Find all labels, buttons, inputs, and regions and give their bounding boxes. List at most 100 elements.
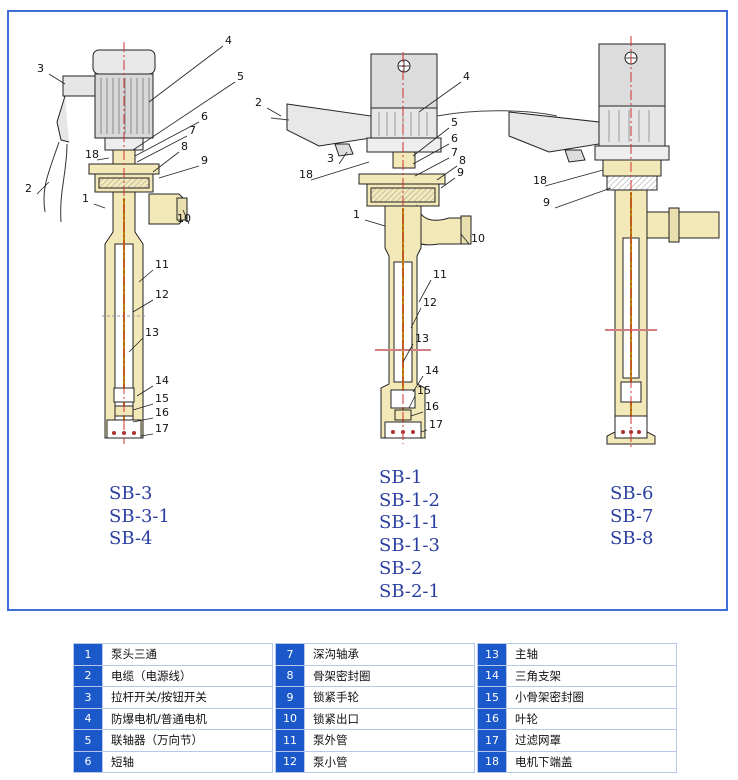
callout-number: 2	[255, 96, 262, 109]
leader-line	[132, 81, 236, 151]
callout-number: 17	[155, 422, 169, 435]
leader-line	[310, 161, 370, 181]
model-label: SB-6	[610, 483, 654, 504]
legend-gap	[474, 751, 478, 773]
leader-line	[440, 177, 456, 189]
callout-number: 5	[237, 70, 244, 83]
model-list-left: SB-3 SB-3-1 SB-4	[109, 483, 170, 551]
model-label: SB-1-1	[379, 512, 440, 534]
callout-number: 18	[85, 148, 99, 161]
leader-line	[132, 403, 154, 411]
leader-line	[36, 181, 50, 195]
callout-number: 18	[299, 168, 313, 181]
callout-number: 16	[425, 400, 439, 413]
legend-gap	[474, 708, 478, 730]
callout-number: 8	[459, 154, 466, 167]
model-label: SB-1-2	[379, 489, 440, 511]
switch-box	[62, 75, 96, 97]
callout-number: 10	[177, 212, 191, 225]
legend-part-name: 拉杆开关/按钮开关	[102, 686, 273, 709]
callout-number: 13	[415, 332, 429, 345]
legend-gap	[272, 643, 276, 665]
legend-gap	[272, 665, 276, 687]
legend-number: 1	[73, 643, 103, 666]
legend-number: 4	[73, 707, 103, 730]
legend-part-name: 三角支架	[506, 664, 677, 687]
legend-number: 12	[275, 750, 305, 773]
model-label: SB-1	[379, 467, 423, 488]
model-label: SB-3-1	[109, 505, 170, 527]
leader-line	[158, 165, 200, 179]
outlet-right	[640, 211, 720, 239]
callout-number: 6	[201, 110, 208, 123]
handle-left-middle	[286, 103, 372, 147]
pump-drawings: 1234567891011121314151617181234567891011…	[25, 34, 720, 450]
leader-line	[128, 337, 144, 353]
callout-number: 14	[425, 364, 439, 377]
callout-number: 15	[417, 384, 431, 397]
callout-number: 12	[423, 296, 437, 309]
legend-number: 7	[275, 643, 305, 666]
leader-line	[554, 187, 612, 209]
legend-part-name: 骨架密封圈	[304, 664, 475, 687]
callout-number: 14	[155, 374, 169, 387]
legend-number: 8	[275, 664, 305, 687]
pump-right	[508, 43, 720, 445]
leader-line	[266, 107, 282, 117]
leader-line	[544, 169, 604, 187]
callout-number: 4	[225, 34, 232, 47]
legend-gap	[272, 729, 276, 751]
model-label: SB-4	[109, 528, 153, 550]
callout-number: 17	[429, 418, 443, 431]
callout-number: 9	[457, 166, 464, 179]
legend-number: 18	[477, 750, 507, 773]
legend-number: 10	[275, 707, 305, 730]
leader-line	[338, 151, 348, 165]
leader-line	[93, 203, 106, 209]
legend-gap	[474, 643, 478, 665]
legend-number: 13	[477, 643, 507, 666]
legend-part-name: 主轴	[506, 643, 677, 666]
model-label: SB-1-3	[379, 535, 440, 557]
leader-line	[436, 165, 458, 181]
leader-line	[412, 143, 450, 165]
leader-line	[140, 433, 154, 437]
legend-number: 6	[73, 750, 103, 773]
legend-number: 9	[275, 686, 305, 709]
callout-number: 7	[189, 124, 196, 137]
callout-number: 8	[181, 140, 188, 153]
legend-part-name: 叶轮	[506, 707, 677, 730]
legend-part-name: 泵小管	[304, 750, 475, 773]
leader-lines	[36, 45, 612, 437]
legend-number: 2	[73, 664, 103, 687]
leader-line	[364, 219, 386, 227]
leader-line	[132, 299, 154, 313]
legend-part-name: 电缆（电源线）	[102, 664, 273, 687]
callout-number: 12	[155, 288, 169, 301]
callout-number: 6	[451, 132, 458, 145]
callout-number: 1	[82, 192, 89, 205]
legend-part-name: 防爆电机/普通电机	[102, 707, 273, 730]
legend-gap	[474, 686, 478, 708]
leader-line	[182, 209, 190, 225]
legend-part-name: 锁紧出口	[304, 707, 475, 730]
legend-number: 15	[477, 686, 507, 709]
leader-line	[48, 73, 66, 85]
callout-number: 5	[451, 116, 458, 129]
legend-number: 16	[477, 707, 507, 730]
model-list-middle: SB-1 SB-1-2 SB-1-1 SB-1-3 SB-2 SB-2-1	[379, 467, 440, 603]
leader-line	[414, 157, 450, 177]
legend-number: 11	[275, 729, 305, 752]
legend-number: 3	[73, 686, 103, 709]
callout-number: 4	[463, 70, 470, 83]
leader-line	[408, 395, 416, 409]
handle-right	[508, 111, 600, 153]
callout-number: 11	[155, 258, 169, 271]
